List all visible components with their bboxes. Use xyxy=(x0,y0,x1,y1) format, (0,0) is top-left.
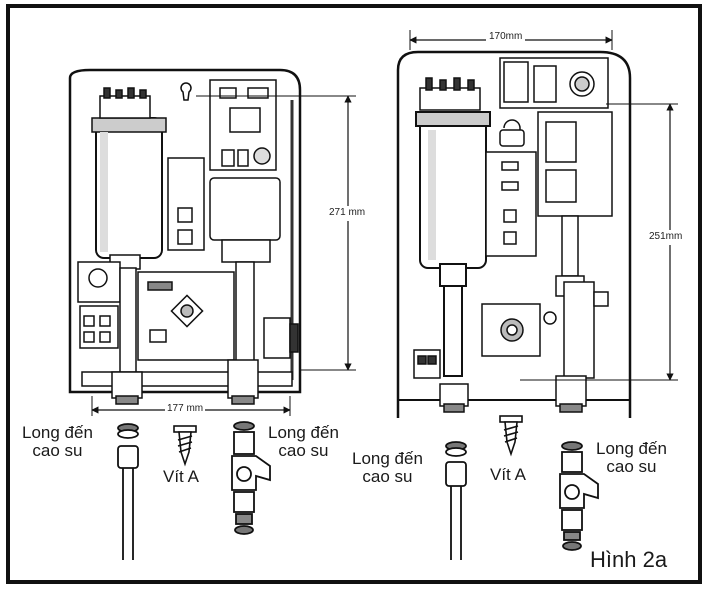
left-flow-sensor xyxy=(209,177,281,363)
left-main-pcb xyxy=(137,271,235,361)
left-width-dimension-label: 177 mm xyxy=(165,403,206,415)
left-heater xyxy=(68,68,356,560)
right-bottom-fittings xyxy=(439,375,587,413)
left-valve-assembly xyxy=(231,421,271,535)
left-bottom-fittings xyxy=(111,359,259,405)
left-terminal-block xyxy=(99,87,151,119)
right-valve-assembly xyxy=(559,441,599,551)
left-hose-assembly xyxy=(117,423,139,560)
left-power-terminal xyxy=(77,261,121,349)
right-heater xyxy=(396,30,678,560)
left-valve-washer-label-line2: cao su xyxy=(278,440,329,460)
figure-caption: Hình 2a xyxy=(590,547,668,572)
right-power-terminal xyxy=(413,349,441,379)
right-terminal-block xyxy=(419,77,481,111)
right-water-tank xyxy=(415,111,491,377)
right-width-dimension-label: 170mm xyxy=(486,31,526,43)
left-inlet-pipe xyxy=(119,267,137,377)
right-valve-washer-label: Long đến cao su xyxy=(596,440,667,476)
right-screw-icon xyxy=(499,415,523,457)
right-screw-label: Vít A xyxy=(490,465,526,484)
right-lock-icon xyxy=(499,119,525,147)
left-control-board xyxy=(209,79,277,171)
left-hanging-hole xyxy=(180,82,192,101)
left-valve-washer-label: Long đến cao su xyxy=(268,424,339,460)
right-valve-washer-label-line2: cao su xyxy=(606,456,657,476)
right-washer-label: Long đến cao su xyxy=(352,450,423,486)
left-water-tank xyxy=(91,117,167,270)
right-washer-label-line1: Long đến xyxy=(352,449,423,468)
left-relay-panel xyxy=(167,157,205,251)
right-control-board xyxy=(499,57,609,109)
right-height-dimension-label: 251mm xyxy=(648,230,684,245)
right-washer-label-line2: cao su xyxy=(362,466,413,486)
left-washer-label-line1: Long đến xyxy=(22,423,93,442)
left-height-dimension-label: 271 mm xyxy=(328,206,367,221)
right-flow-sensor xyxy=(543,281,609,379)
left-screw-label: Vít A xyxy=(163,467,199,486)
right-hose-assembly xyxy=(445,441,467,560)
left-washer-label-line2: cao su xyxy=(32,440,83,460)
left-cable-gland xyxy=(263,317,299,359)
left-valve-washer-label-line1: Long đến xyxy=(268,423,339,442)
left-washer-label: Long đến cao su xyxy=(22,424,93,460)
right-relay-panel xyxy=(485,151,537,257)
left-screw-icon xyxy=(173,425,197,467)
right-valve-washer-label-line1: Long đến xyxy=(596,439,667,458)
right-main-pcb xyxy=(481,303,541,357)
